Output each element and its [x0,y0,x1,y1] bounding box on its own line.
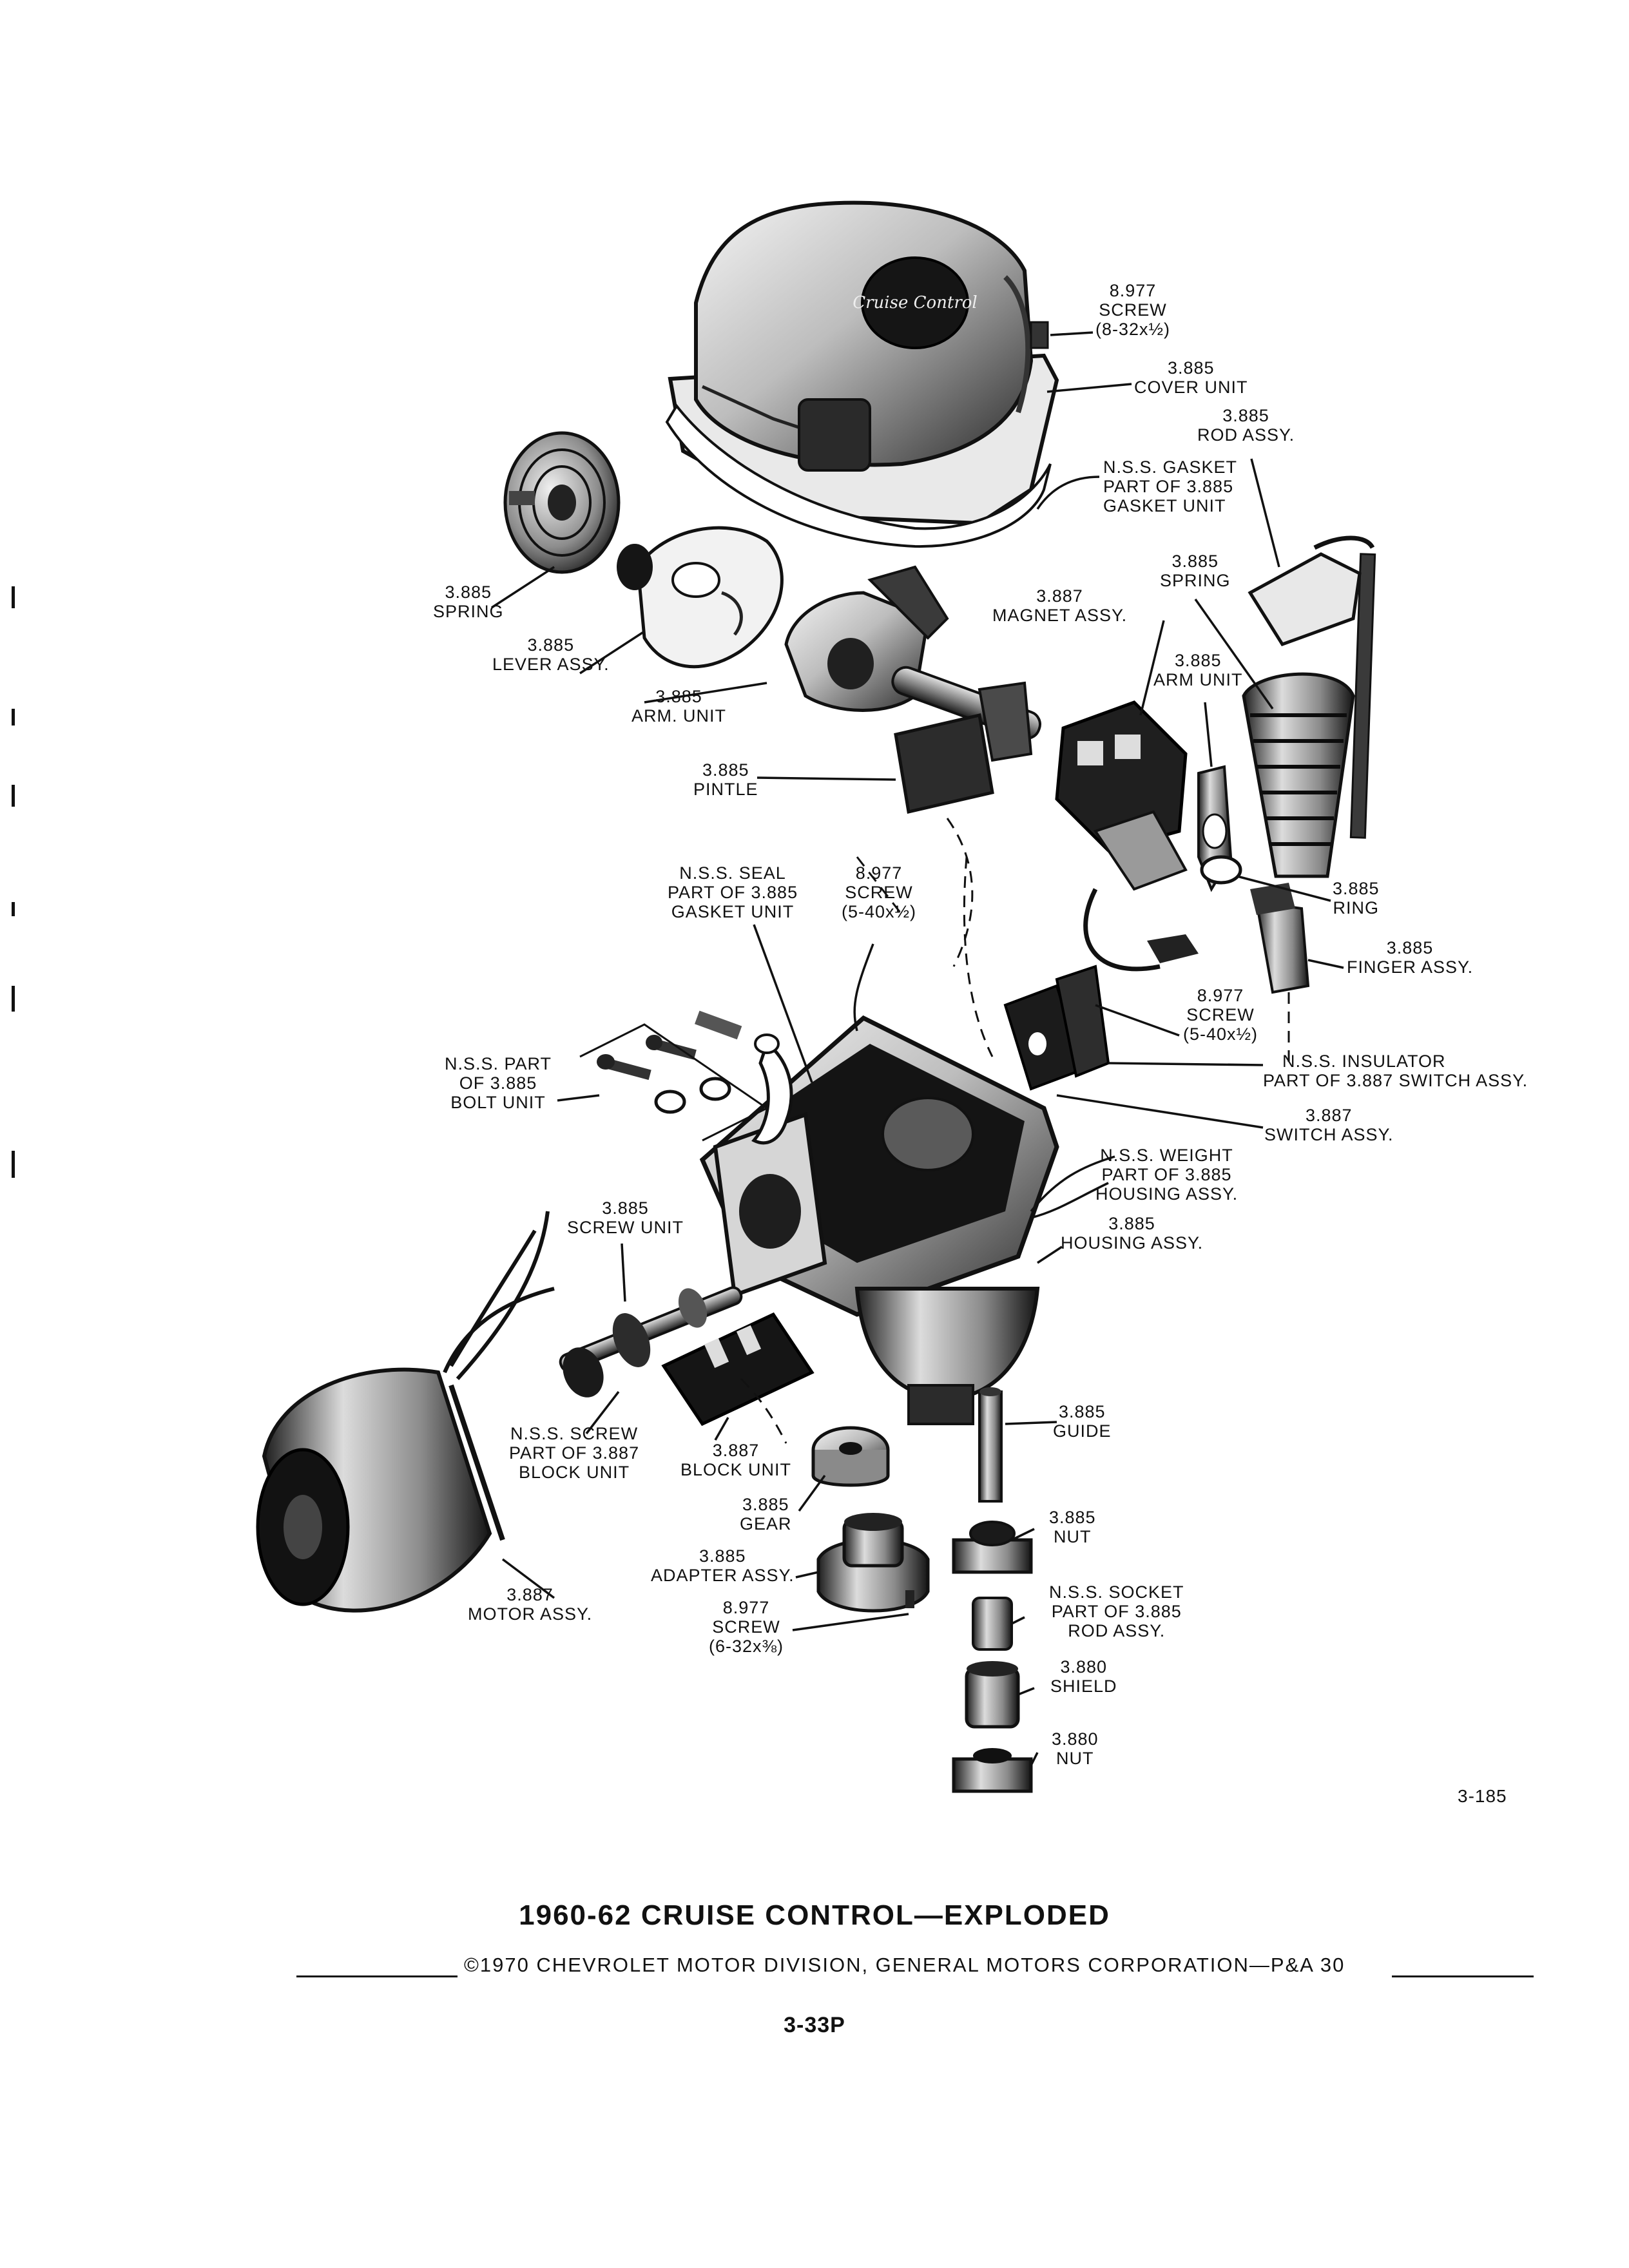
label-spring-right: 3.885 SPRING [1160,552,1231,590]
screw-unit-part [559,1286,743,1398]
margin-mark [12,785,15,807]
label-cover-unit: 3.885 COVER UNIT [1134,358,1248,397]
bellows-spring-part [1242,672,1355,878]
label-arm-unit-right: 3.885 ARM UNIT [1153,651,1243,689]
label-seal: N.S.S. SEAL PART OF 3.885 GASKET UNIT [668,863,798,921]
label-gear: 3.885 GEAR [740,1495,792,1533]
motor-assy-part [256,1211,555,1613]
label-rod-assy: 3.885 ROD ASSY. [1197,406,1295,445]
adapter-screw-part [905,1590,914,1608]
label-guide: 3.885 GUIDE [1053,1402,1112,1441]
label-bolt-unit: N.S.S. PART OF 3.885 BOLT UNIT [445,1054,552,1112]
switch-assy-part [1003,965,1110,1091]
ring-part [1200,855,1242,885]
label-gasket: N.S.S. GASKET PART OF 3.885 GASKET UNIT [1103,457,1238,515]
margin-mark [12,709,15,726]
margin-mark [12,586,15,608]
label-ring: 3.885 RING [1333,879,1380,918]
figure-id: 3-185 [1458,1786,1507,1806]
alignment-dashes [740,818,1290,1444]
nut-upper-part [952,1521,1033,1574]
cover-screw-part [1030,321,1049,349]
magnet-assy-part [1055,700,1199,972]
nut-lower-part [952,1748,1033,1793]
page-number: 3-33P [784,2013,845,2037]
label-nss-screw: N.S.S. SCREW PART OF 3.887 BLOCK UNIT [509,1424,640,1482]
socket-part [972,1597,1013,1651]
lever-assy-part [617,526,784,669]
label-shield: 3.880 SHIELD [1050,1657,1117,1696]
label-screw-adapter: 8.977 SCREW (6-32x⅜) [709,1598,784,1656]
guide-part [978,1387,1003,1503]
label-block-unit: 3.887 BLOCK UNIT [680,1441,792,1479]
shield-part [965,1661,1020,1729]
label-socket: N.S.S. SOCKET PART OF 3.885 ROD ASSY. [1049,1582,1184,1640]
label-weight: N.S.S. WEIGHT PART OF 3.885 HOUSING ASSY… [1095,1146,1239,1204]
label-nut-upper: 3.885 NUT [1049,1508,1096,1546]
pintle-part [891,666,1041,814]
gasket-part [665,403,1052,548]
label-screw-unit: 3.885 SCREW UNIT [567,1198,684,1237]
label-pintle: 3.885 PINTLE [693,760,758,799]
rule-left [296,1975,458,1977]
label-motor-assy: 3.887 MOTOR ASSY. [468,1585,593,1624]
bolt-unit-part [597,1010,780,1114]
copyright-text: ©1970 CHEVROLET MOTOR DIVISION, GENERAL … [464,1954,1345,1976]
margin-mark [12,1151,15,1178]
finger-assy-part [1250,883,1310,994]
label-screw-cover: 8.977 SCREW (8-32x½) [1095,281,1171,339]
spring-coil-part [503,431,621,574]
label-switch-assy: 3.887 SWITCH ASSY. [1264,1106,1394,1144]
page-title: 1960-62 CRUISE CONTROL—EXPLODED [519,1899,1110,1931]
gear-part [811,1426,890,1487]
rule-right [1392,1975,1534,1977]
label-lever-assy: 3.885 LEVER ASSY. [492,635,610,674]
cover-badge: Cruise Control [853,293,978,312]
label-adapter-assy: 3.885 ADAPTER ASSY. [651,1546,795,1585]
label-housing-assy: 3.885 HOUSING ASSY. [1061,1214,1204,1253]
bolt-bracket-line [579,1023,769,1142]
label-insulator: N.S.S. INSULATOR PART OF 3.887 SWITCH AS… [1263,1052,1528,1090]
seal-part [751,1041,793,1145]
label-magnet-assy: 3.887 MAGNET ASSY. [992,586,1128,625]
adapter-assy-part [816,1513,930,1613]
margin-mark [12,902,15,916]
leader-lines [491,331,1344,1766]
block-unit-part [661,1312,815,1427]
label-screw-switch: 8.977 SCREW (5-40x½) [1183,986,1258,1044]
label-screw-center: 8.977 SCREW (5-40x½) [842,863,917,921]
label-finger-assy: 3.885 FINGER ASSY. [1347,938,1474,977]
label-arm-unit-left: 3.885 ARM. UNIT [631,687,726,726]
copyright-row: ©1970 CHEVROLET MOTOR DIVISION, GENERAL … [296,1952,1534,1982]
margin-mark [12,986,15,1012]
rod-assy-part [1248,535,1376,839]
label-nut-lower: 3.880 NUT [1052,1729,1099,1768]
label-spring-left: 3.885 SPRING [433,582,504,621]
